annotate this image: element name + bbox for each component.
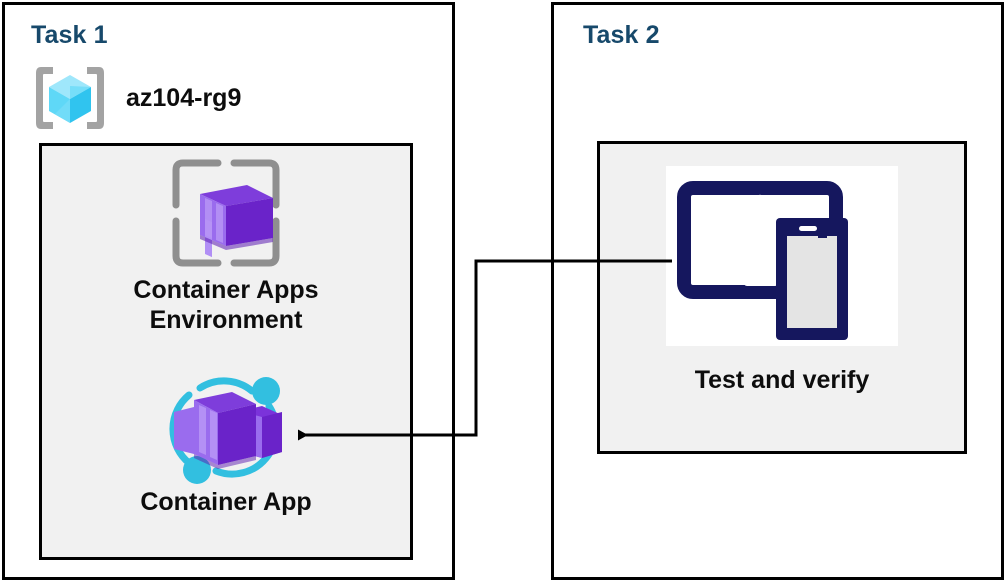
container-app-icon: [169, 377, 282, 484]
test-and-verify-label: Test and verify: [694, 366, 870, 394]
test-and-verify-devices-icon: [666, 166, 898, 346]
orbit-dot-top: [252, 377, 280, 405]
container-apps-environment-label: Container Apps Environment: [133, 276, 319, 334]
node-test-and-verify: Test and verify: [627, 166, 937, 396]
resource-group-icon: [36, 67, 104, 129]
resource-group-label: az104-rg9: [126, 83, 242, 112]
resource-group-row: az104-rg9: [33, 62, 333, 134]
orbit-dot-bottom: [183, 456, 211, 484]
task-2-title: Task 2: [583, 21, 660, 49]
task-1-title: Task 1: [31, 21, 108, 49]
node-container-apps-environment: Container Apps Environment: [59, 156, 393, 335]
node-container-app: Container App: [59, 368, 393, 518]
container-apps-environment-icon: [172, 159, 280, 267]
container-app-label: Container App: [140, 488, 312, 516]
